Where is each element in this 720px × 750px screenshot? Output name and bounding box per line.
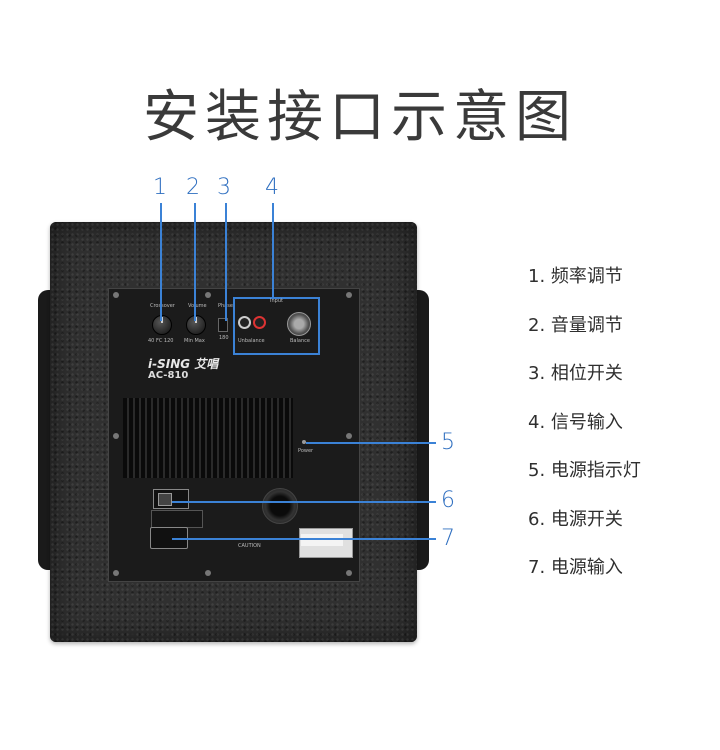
callout-line-7 — [172, 538, 436, 540]
screw-icon — [205, 570, 211, 576]
power-switch[interactable] — [153, 489, 189, 509]
crossover-label: Crossover — [150, 303, 175, 309]
phase-tick: 180 — [219, 335, 229, 341]
callout-line-2 — [194, 203, 196, 321]
callout-5: 5 — [441, 430, 455, 455]
caution-label: CAUTION — [238, 543, 261, 549]
xlr-jack[interactable] — [287, 312, 311, 336]
screw-icon — [346, 433, 352, 439]
rca-right-jack[interactable] — [253, 316, 266, 329]
callout-line-1 — [160, 203, 162, 321]
legend-item: 4. 信号输入 — [528, 411, 623, 433]
heatsink — [123, 398, 293, 478]
screw-icon — [113, 433, 119, 439]
rca-left-jack[interactable] — [238, 316, 251, 329]
screw-icon — [346, 570, 352, 576]
fuse-holder — [151, 510, 203, 528]
brand-logo: i-SING 艾唱 — [148, 357, 219, 371]
screw-icon — [113, 570, 119, 576]
legend-item: 5. 电源指示灯 — [528, 460, 641, 481]
input-highlight-box — [233, 297, 320, 355]
crossover-knob[interactable] — [152, 315, 172, 335]
callout-7: 7 — [441, 526, 455, 551]
legend-item: 6. 电源开关 — [528, 508, 623, 530]
bass-port — [262, 488, 298, 524]
input-label: Input — [270, 298, 283, 304]
callout-1: 1 — [153, 175, 167, 200]
volume-label: Volume — [188, 303, 207, 309]
phase-switch[interactable] — [218, 318, 228, 332]
screw-icon — [346, 292, 352, 298]
legend-item: 7. 电源输入 — [528, 557, 623, 578]
legend-list: 1. 频率调节 2. 音量调节 3. 相位开关 4. 信号输入 5. 电源指示灯… — [528, 262, 641, 602]
legend-item: 3. 相位开关 — [528, 363, 623, 384]
legend-item: 2. 音量调节 — [528, 314, 623, 336]
volume-knob[interactable] — [186, 315, 206, 335]
screw-icon — [113, 292, 119, 298]
balance-label: Balance — [290, 338, 310, 344]
screw-icon — [205, 292, 211, 298]
callout-line-6 — [172, 501, 436, 503]
cabinet-side-right — [413, 290, 429, 570]
callout-3: 3 — [217, 175, 231, 200]
page-title: 安装接口示意图 — [143, 85, 577, 150]
spec-label-sticker — [301, 534, 343, 546]
power-led — [302, 440, 306, 444]
crossover-ticks: 40 FC 120 — [148, 338, 174, 344]
callout-line-5 — [306, 442, 436, 444]
callout-line-3 — [225, 203, 227, 321]
callout-line-4 — [272, 203, 274, 299]
legend-item: 1. 频率调节 — [528, 266, 623, 287]
callout-2: 2 — [186, 175, 200, 200]
model-name: AC-810 — [148, 370, 189, 381]
callout-4: 4 — [265, 175, 279, 200]
unbalance-label: Unbalance — [238, 338, 265, 344]
volume-ticks: Min Max — [184, 338, 205, 344]
callout-6: 6 — [441, 488, 455, 513]
power-led-label: Power — [298, 448, 314, 454]
